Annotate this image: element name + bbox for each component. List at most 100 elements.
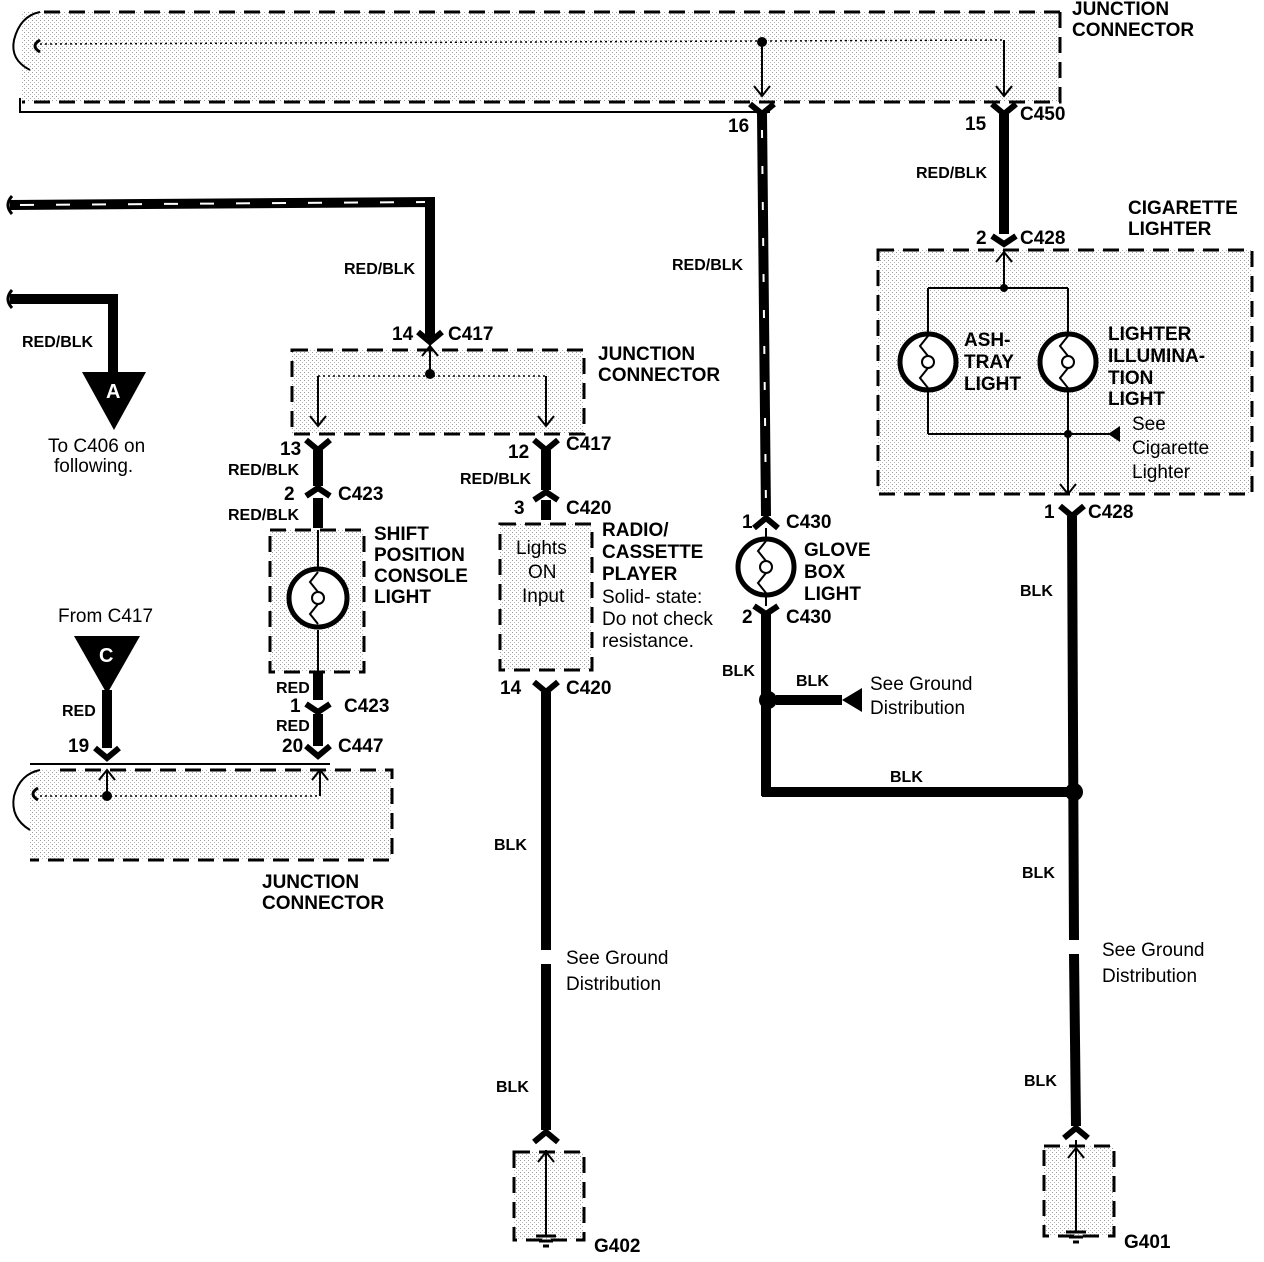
wire-color-blk-4: BLK bbox=[796, 673, 829, 690]
glove-label-3: LIGHT bbox=[804, 584, 861, 605]
ground-dist-2-line1: See Ground bbox=[870, 674, 972, 695]
ground-icon bbox=[1066, 1230, 1086, 1244]
wire-color-red-blk-3: RED/BLK bbox=[228, 462, 300, 479]
c423-top-label: C423 bbox=[338, 484, 383, 505]
shift-label-4: LIGHT bbox=[374, 587, 431, 608]
ground-dist-2-line2: Distribution bbox=[870, 698, 965, 719]
c417-pin-13: 13 bbox=[280, 439, 301, 460]
radio-title-1: RADIO/ bbox=[602, 520, 669, 541]
c430-pin-1: 1 bbox=[742, 512, 753, 533]
radio-input-1: Lights bbox=[516, 538, 567, 559]
c447-pin-20: 20 bbox=[282, 736, 303, 757]
radio-note-3: resistance. bbox=[602, 631, 694, 652]
radio-note-1: Solid- state: bbox=[602, 587, 702, 608]
blk-wire-to-g401 bbox=[1062, 515, 1090, 1141]
blk-wire-glove-ground bbox=[759, 614, 1083, 801]
see-cigarette-1: See bbox=[1132, 414, 1166, 435]
middle-junction-label-2: CONNECTOR bbox=[598, 365, 720, 386]
top-junction-label-2: CONNECTOR bbox=[1072, 20, 1194, 41]
bottom-junction-label-1: JUNCTION bbox=[262, 872, 359, 893]
bottom-junction-connector bbox=[12, 763, 394, 862]
red-blk-wire-top-left bbox=[6, 195, 435, 338]
ashtray-label-3: LIGHT bbox=[964, 374, 1021, 395]
bulb-icon bbox=[311, 591, 325, 605]
c430-pin-2: 2 bbox=[742, 607, 753, 628]
reference-c-triangle: C bbox=[74, 636, 140, 694]
reference-a-text-2: following. bbox=[54, 456, 133, 477]
wire-color-red-3: RED bbox=[62, 703, 96, 720]
c450-terminals bbox=[748, 101, 1018, 118]
wire-color-blk-3: BLK bbox=[722, 663, 755, 680]
ground-dist-1-line1: See Ground bbox=[566, 948, 668, 969]
reference-a-triangle: A bbox=[82, 372, 146, 430]
ground-dist-1-line2: Distribution bbox=[566, 974, 661, 995]
bottom-junction-label-2: CONNECTOR bbox=[262, 893, 384, 914]
shift-position-light-box bbox=[268, 528, 366, 674]
c417-pin-12: 12 bbox=[508, 442, 529, 463]
radio-title-2: CASSETTE bbox=[602, 542, 703, 563]
ashtray-label-2: TRAY bbox=[964, 352, 1014, 373]
c428-terminal-bottom bbox=[1058, 503, 1086, 520]
lighter-illum-label-2: ILLUMINA- bbox=[1108, 346, 1205, 367]
wire-color-red-blk-5: RED/BLK bbox=[460, 471, 532, 488]
top-junction-connector bbox=[12, 10, 1062, 113]
lighter-illum-label-4: LIGHT bbox=[1108, 389, 1165, 410]
c423-terminal-top bbox=[304, 484, 332, 499]
wire-color-blk-7: BLK bbox=[1022, 865, 1055, 882]
c430-top-label: C430 bbox=[786, 512, 831, 533]
shift-label-3: CONSOLE bbox=[374, 566, 468, 587]
wire-color-blk-6: BLK bbox=[1020, 583, 1053, 600]
lighter-illum-label-1: LIGHTER bbox=[1108, 324, 1192, 345]
g402-ground-box bbox=[512, 1150, 586, 1248]
see-cigarette-3: Lighter bbox=[1132, 462, 1191, 483]
g402-label: G402 bbox=[594, 1236, 640, 1257]
bulb-icon bbox=[759, 560, 773, 574]
wire-color-red-1: RED bbox=[276, 680, 310, 697]
middle-junction-label-1: JUNCTION bbox=[598, 344, 695, 365]
c450-label: C450 bbox=[1020, 104, 1065, 125]
see-cigarette-2: Cigarette bbox=[1132, 438, 1209, 459]
ground-icon bbox=[536, 1234, 556, 1248]
radio-note-2: Do not check bbox=[602, 609, 713, 630]
g401-label: G401 bbox=[1124, 1232, 1171, 1253]
glove-label-1: GLOVE bbox=[804, 540, 871, 561]
ground-dist-3-line2: Distribution bbox=[1102, 966, 1197, 987]
c447-label: C447 bbox=[338, 736, 383, 757]
bulb-icon bbox=[1061, 355, 1075, 369]
blk-wire-to-g402 bbox=[532, 692, 560, 1145]
radio-input-2: ON bbox=[528, 562, 557, 583]
c430-terminal-top bbox=[752, 514, 780, 531]
bulb-icon bbox=[921, 355, 935, 369]
shift-label-2: POSITION bbox=[374, 545, 465, 566]
c428-pin-1: 1 bbox=[1044, 502, 1055, 523]
c420-pin-3: 3 bbox=[514, 498, 525, 519]
wire-color-blk-1: BLK bbox=[494, 837, 527, 854]
wire-color-red-blk-1: RED/BLK bbox=[344, 261, 416, 278]
ashtray-label-1: ASH- bbox=[964, 330, 1010, 351]
wire-color-red-2: RED bbox=[276, 718, 310, 735]
c420-top-label: C420 bbox=[566, 498, 611, 519]
wire-color-red-blk-6: RED/BLK bbox=[672, 257, 744, 274]
c420-bottom-label: C420 bbox=[566, 678, 611, 699]
radio-input-3: Input bbox=[522, 586, 565, 607]
red-blk-wire-to-a bbox=[6, 289, 118, 380]
c423-pin-2: 2 bbox=[284, 484, 295, 505]
c417-right-label: C417 bbox=[566, 434, 611, 455]
reference-c-letter: C bbox=[99, 645, 113, 667]
wire-color-red-blk-7: RED/BLK bbox=[916, 165, 988, 182]
wire-color-red-blk-4: RED/BLK bbox=[228, 507, 300, 524]
c428-pin-2: 2 bbox=[976, 228, 987, 249]
shift-label-1: SHIFT bbox=[374, 524, 429, 545]
c447-pin-19: 19 bbox=[68, 736, 89, 757]
reference-c-text: From C417 bbox=[58, 606, 153, 627]
cigarette-lighter-label-1: CIGARETTE bbox=[1128, 198, 1238, 219]
reference-a-text-1: To C406 on bbox=[48, 436, 145, 457]
reference-a-letter: A bbox=[106, 381, 120, 403]
red-blk-wire-16 bbox=[757, 113, 771, 517]
c430-bottom-label: C430 bbox=[786, 607, 831, 628]
g401-ground-box bbox=[1042, 1140, 1116, 1244]
c450-pin-16: 16 bbox=[728, 116, 749, 137]
radio-input-box bbox=[498, 522, 594, 672]
c428-top-label: C428 bbox=[1020, 228, 1065, 249]
